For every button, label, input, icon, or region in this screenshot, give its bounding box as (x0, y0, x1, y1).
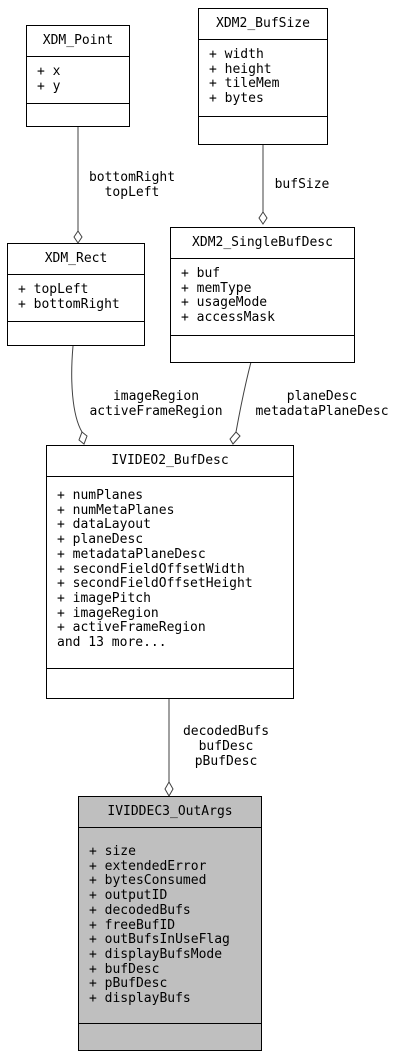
attribute: + displayBufsMode (89, 946, 223, 962)
attribute: + bytesConsumed (89, 873, 207, 889)
attribute: + tileMem (209, 76, 280, 92)
aggregation-diamond-rect (73, 230, 83, 244)
attribute: + size (89, 844, 136, 859)
edge-rect-bufdesc (71, 345, 83, 433)
attribute: + activeFrameRegion (57, 620, 206, 636)
class-attributes: + size + extendedError + bytesConsumed +… (79, 828, 261, 1024)
role-label: topLeft (104, 185, 160, 200)
role-label: bottomRight (88, 170, 176, 185)
class-attributes: + topLeft + bottomRight (8, 275, 144, 323)
attribute: + outputID (89, 888, 168, 904)
class-operations (8, 322, 144, 350)
role-label: activeFrameRegion (89, 404, 223, 419)
attribute: + width (209, 47, 264, 62)
class-attributes: + numPlanes + numMetaPlanes + dataLayout… (47, 477, 293, 669)
attribute: + secondFieldOffsetHeight (57, 576, 253, 592)
class-name: XDM2_BufSize (199, 9, 327, 40)
attribute: + dataLayout (57, 517, 151, 533)
attribute: + planeDesc (57, 532, 144, 548)
role-label: decodedBufs (182, 724, 270, 739)
class-attributes: + width + height + tileMem + bytes (199, 40, 327, 117)
aggregation-diamond-bufdesc-left (78, 431, 88, 445)
aggregation-diamond-bufdesc-right (229, 431, 241, 445)
role-label: imageRegion (112, 389, 200, 404)
class-attributes: + buf + memType + usageMode + accessMask (171, 259, 354, 336)
attribute: + imagePitch (57, 590, 151, 606)
edge-label-single-bufdesc: planeDesc metadataPlaneDesc (242, 389, 402, 419)
attribute: + freeBufID (89, 917, 176, 933)
edge-label-bufsize-single: bufSize (266, 177, 338, 192)
class-xdm-point[interactable]: XDM_Point + x + y (26, 25, 130, 127)
attribute: + outBufsInUseFlag (89, 932, 230, 948)
role-label: pBufDesc (194, 754, 258, 769)
edge-label-bufdesc-outargs: decodedBufs bufDesc pBufDesc (174, 724, 278, 769)
class-operations (27, 104, 129, 132)
role-label: bufSize (274, 177, 330, 192)
attribute: + extendedError (89, 858, 207, 874)
class-ividdec3-outargs[interactable]: IVIDDEC3_OutArgs + size + extendedError … (78, 796, 262, 1051)
class-xdm2-singlebufdesc[interactable]: XDM2_SingleBufDesc + buf + memType + usa… (170, 227, 355, 363)
class-attributes: + x + y (27, 57, 129, 105)
edge-label-rect-bufdesc: imageRegion activeFrameRegion (76, 389, 236, 419)
attribute: + accessMask (181, 310, 275, 326)
class-operations (199, 117, 327, 145)
attribute: + numMetaPlanes (57, 502, 175, 518)
attribute: + height (209, 61, 272, 77)
class-xdm-rect[interactable]: XDM_Rect + topLeft + bottomRight (7, 243, 145, 346)
attribute: + buf (181, 266, 221, 281)
class-name: IVIDEO2_BufDesc (47, 446, 293, 477)
attribute: + pBufDesc (89, 976, 168, 992)
attribute: + decodedBufs (89, 902, 191, 918)
attribute: + usageMode (181, 295, 268, 311)
role-label: bufDesc (198, 739, 254, 754)
edge-single-bufdesc (235, 361, 252, 433)
class-name: XDM_Point (27, 26, 129, 57)
attribute: + memType (181, 280, 252, 296)
class-name: IVIDDEC3_OutArgs (79, 797, 261, 828)
attribute: + numPlanes (57, 488, 144, 503)
attribute: + bufDesc (89, 961, 160, 977)
class-xdm2-bufsize[interactable]: XDM2_BufSize + width + height + tileMem … (198, 8, 328, 145)
aggregation-diamond-single (258, 211, 268, 225)
class-operations (79, 1024, 261, 1052)
attribute: + displayBufs (89, 991, 191, 1007)
attribute: + y (37, 78, 61, 94)
class-name: XDM2_SingleBufDesc (171, 228, 354, 259)
attribute: + x (37, 64, 61, 79)
class-operations (171, 336, 354, 364)
attribute: + imageRegion (57, 605, 159, 621)
attribute: + bottomRight (18, 296, 120, 312)
attribute: + bytes (209, 91, 264, 107)
attribute: + metadataPlaneDesc (57, 546, 206, 562)
class-operations (47, 669, 293, 697)
class-name: XDM_Rect (8, 244, 144, 275)
role-label: metadataPlaneDesc (255, 404, 389, 419)
attribute: + secondFieldOffsetWidth (57, 561, 245, 577)
class-ivideo2-bufdesc[interactable]: IVIDEO2_BufDesc + numPlanes + numMetaPla… (46, 445, 294, 699)
edge-label-point-rect: bottomRight topLeft (80, 170, 184, 200)
aggregation-diamond-outargs (164, 780, 174, 798)
more-attributes-link[interactable]: and 13 more... (57, 635, 167, 651)
attribute: + topLeft (18, 282, 89, 297)
role-label: planeDesc (286, 389, 358, 404)
